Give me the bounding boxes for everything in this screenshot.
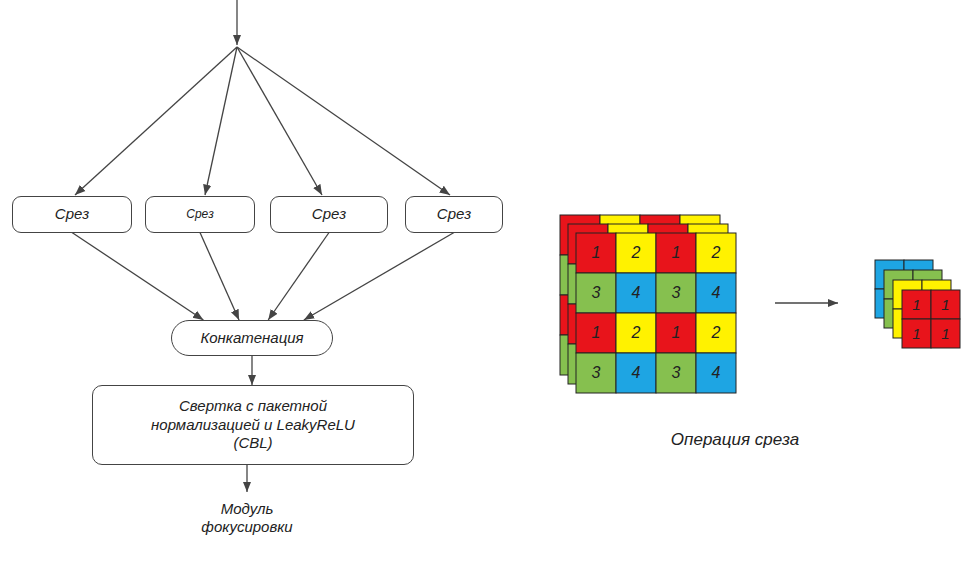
connector — [304, 233, 454, 321]
fanout-line — [75, 47, 237, 195]
cell-number: 2 — [621, 243, 651, 262]
cbl-box: Свертка с пакетной нормализацией и Leaky… — [92, 385, 414, 465]
node-text: Конкатенация — [200, 329, 303, 348]
tensor-cell — [696, 273, 736, 313]
node-text: Срез — [186, 207, 213, 222]
cell-number: 3 — [661, 363, 691, 382]
node-text: Срез — [312, 205, 346, 224]
cell-number: 4 — [621, 283, 651, 302]
cell-number: 3 — [661, 283, 691, 302]
tensor-cell — [616, 353, 656, 393]
fanout-line — [237, 47, 450, 195]
tensor-cell — [616, 313, 656, 353]
tensor-cell — [616, 233, 656, 273]
tensor-cell — [696, 233, 736, 273]
node-text: Срез — [55, 205, 89, 224]
input-arrow — [236, 0, 237, 45]
cell-number: 1 — [581, 243, 611, 262]
node-text: Срез — [437, 205, 471, 224]
cell-number: 1 — [581, 323, 611, 342]
connector — [200, 233, 239, 321]
cell-number: 3 — [581, 283, 611, 302]
output-arrow — [246, 465, 247, 492]
slice-box: Срез — [270, 196, 388, 233]
cell-number: 1 — [661, 243, 691, 262]
tensor-cell — [576, 353, 616, 393]
cell-number: 2 — [701, 323, 731, 342]
tensor-cell — [576, 273, 616, 313]
tensor-cell — [656, 313, 696, 353]
concat-box: Конкатенация — [171, 320, 333, 356]
slice-cell — [902, 290, 931, 319]
cell-number: 1 — [934, 325, 958, 343]
slice-cell — [902, 319, 931, 348]
connector — [268, 233, 329, 321]
tensor-cell — [696, 313, 736, 353]
tensor-cell — [696, 353, 736, 393]
tensor-cell — [616, 273, 656, 313]
caption-label: Операция среза — [650, 430, 820, 450]
tensor-cell — [656, 233, 696, 273]
tensor-cell — [656, 353, 696, 393]
cell-number: 4 — [701, 283, 731, 302]
slice-cell — [931, 319, 960, 348]
cell-number: 1 — [661, 323, 691, 342]
cell-number: 2 — [701, 243, 731, 262]
cell-number: 1 — [905, 296, 929, 314]
cell-number: 1 — [905, 325, 929, 343]
slice-box: Срез — [12, 196, 132, 233]
fanout-lines — [75, 47, 450, 195]
tensor-cell — [576, 313, 616, 353]
connector — [251, 356, 252, 385]
fanout-line — [237, 47, 322, 195]
node-text: Свертка с пакетной нормализацией и Leaky… — [133, 397, 373, 453]
output-label: Модуль фокусировки — [187, 500, 307, 536]
cell-number: 2 — [621, 323, 651, 342]
operation-arrow — [775, 302, 838, 303]
connector — [72, 233, 203, 321]
slice-box: Срез — [145, 196, 255, 233]
cell-number: 3 — [581, 363, 611, 382]
cell-number: 4 — [621, 363, 651, 382]
tensor-illustration — [560, 215, 960, 393]
slice-cell — [931, 290, 960, 319]
cell-number: 1 — [934, 296, 958, 314]
cell-number: 4 — [701, 363, 731, 382]
tensor-cell — [656, 273, 696, 313]
fanout-line — [205, 47, 237, 195]
tensor-cell — [576, 233, 616, 273]
slice-box: Срез — [405, 196, 503, 233]
